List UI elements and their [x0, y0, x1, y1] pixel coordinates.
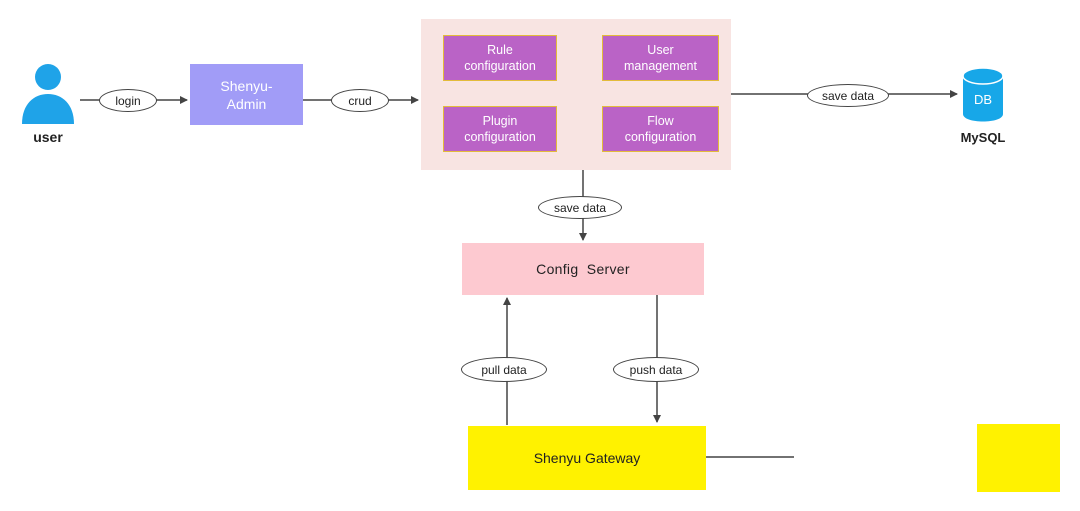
- shenyu-gateway-label: Shenyu Gateway: [533, 450, 641, 466]
- plugin-configuration-box: Plugin configuration: [443, 106, 557, 152]
- edge-label-login: login: [99, 89, 157, 112]
- database-node: DB: [960, 66, 1006, 126]
- config-server-node: Config Server: [462, 243, 704, 295]
- flow-configuration-label: Flow configuration: [624, 114, 697, 144]
- database-icon: [962, 67, 1004, 122]
- user-label: user: [33, 129, 63, 145]
- user-management-label: User management: [624, 43, 697, 73]
- shenyu-admin-label: Shenyu- Admin: [220, 77, 273, 112]
- edge-label-pull-data: pull data: [461, 357, 547, 382]
- rule-configuration-label: Rule configuration: [464, 43, 536, 73]
- user-icon: [22, 64, 74, 124]
- plugin-configuration-label: Plugin configuration: [464, 114, 536, 144]
- database-label: MySQL: [960, 129, 1006, 145]
- database-badge: DB: [973, 91, 993, 107]
- rule-configuration-box: Rule configuration: [443, 35, 557, 81]
- config-server-label: Config Server: [536, 261, 630, 277]
- user-management-box: User management: [602, 35, 719, 81]
- edge-label-save-data-db: save data: [807, 84, 889, 107]
- shenyu-gateway-node: Shenyu Gateway: [468, 426, 706, 490]
- unlabeled-node: [977, 424, 1060, 492]
- shenyu-admin-node: Shenyu- Admin: [190, 64, 303, 125]
- edge-label-crud: crud: [331, 89, 389, 112]
- flow-configuration-box: Flow configuration: [602, 106, 719, 152]
- edge-label-save-data-server: save data: [538, 196, 622, 219]
- user-actor: [18, 62, 78, 124]
- edge-label-push-data: push data: [613, 357, 699, 382]
